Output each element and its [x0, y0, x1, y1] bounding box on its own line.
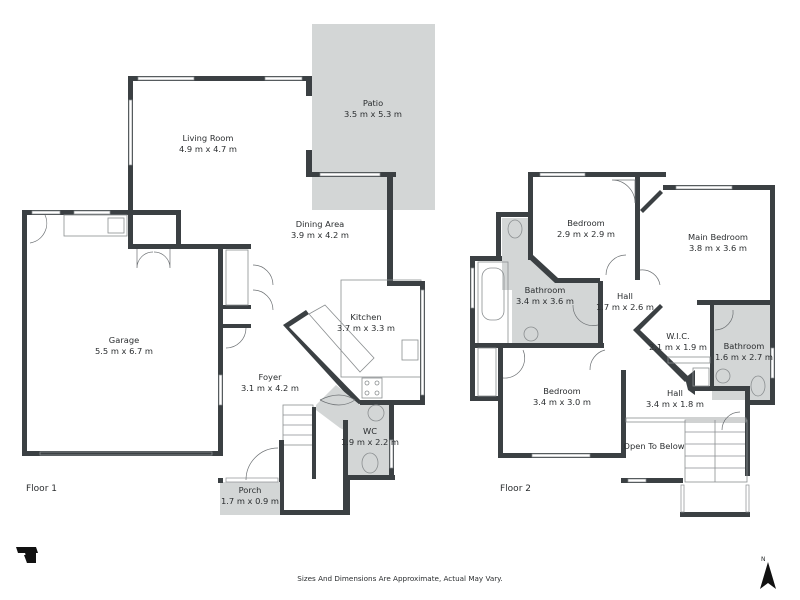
patio-area	[312, 24, 435, 210]
brand-logo-icon	[16, 547, 38, 563]
disclaimer-text: Sizes And Dimensions Are Approximate, Ac…	[297, 574, 503, 583]
north-arrow-icon	[760, 562, 776, 589]
wc-area	[316, 385, 390, 478]
north-label: N	[761, 556, 766, 563]
floor-1-label: Floor 1	[26, 484, 57, 494]
room-label-open-to-below: Open To Below	[623, 441, 685, 451]
porch-area	[220, 482, 280, 515]
floor-2-plan	[470, 172, 775, 517]
floor-2-label: Floor 2	[500, 484, 531, 494]
room-label-wic: W.I.C.2.1 m x 1.9 m	[648, 331, 708, 352]
floor-1-plan	[22, 24, 435, 515]
